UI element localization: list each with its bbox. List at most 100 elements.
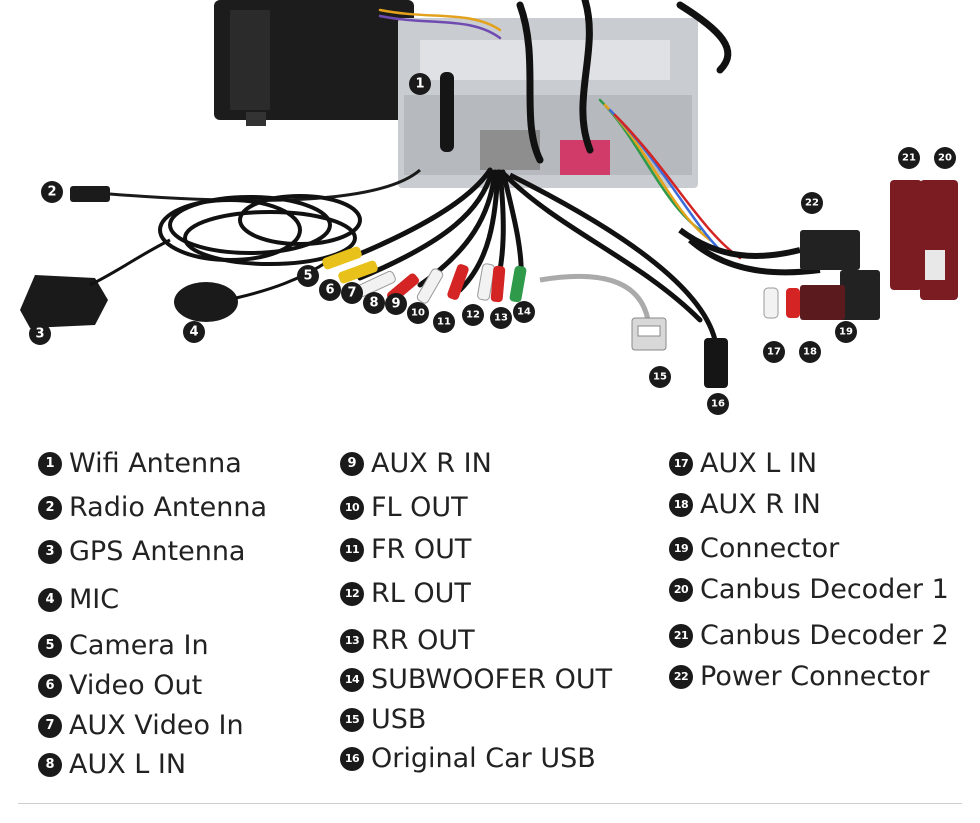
svg-text:8: 8 [369,296,378,311]
callout-16: 16 [707,393,729,415]
number-badge: 4 [38,587,62,612]
legend-label: FL OUT [371,492,468,523]
number-badge: 22 [669,664,693,689]
number-badge: 16 [340,746,364,771]
callout-9: 9 [385,293,407,315]
svg-text:20: 20 [938,153,952,164]
legend-item-original-car-usb: 16 Original Car USB [340,743,596,774]
svg-text:16: 16 [711,399,725,410]
callout-4: 4 [183,321,205,343]
number-badge: 20 [669,577,693,602]
number-badge: 14 [340,667,364,692]
radio-antenna [70,168,421,202]
svg-text:21: 21 [902,153,916,164]
svg-text:7: 7 [347,286,356,301]
legend-item-aux-l-in: 8 AUX L IN [38,749,186,780]
number-badge: 9 [340,451,364,476]
callout-6: 6 [319,279,341,301]
legend-label: AUX Video In [69,710,244,741]
legend-item-fl-out: 10 FL OUT [340,492,468,523]
callout-3: 3 [29,323,51,345]
callout-15: 15 [649,366,671,388]
callout-19: 19 [835,321,857,343]
number-badge: 2 [38,495,62,520]
legend-item-rr-out: 13 RR OUT [340,625,475,656]
number-badge: 19 [669,536,693,561]
number-badge: 18 [669,492,693,517]
legend-label: FR OUT [371,534,472,565]
head-unit-chassis [398,18,698,188]
number-badge: 3 [38,539,62,564]
svg-text:2: 2 [47,185,56,200]
svg-text:17: 17 [767,347,781,358]
coiled-cables [158,194,362,266]
legend-item-rl-out: 12 RL OUT [340,578,471,609]
legend-label: SUBWOOFER OUT [371,664,613,695]
svg-text:9: 9 [391,297,400,312]
callout-10: 10 [407,302,429,324]
wiring-diagram: 1 2 3 4 5 6 7 8 9 10 11 12 13 14 15 16 1… [20,0,958,415]
callout-20: 20 [934,147,956,169]
legend-label: USB [371,704,427,735]
svg-text:5: 5 [303,269,312,284]
number-badge: 5 [38,633,62,658]
svg-text:15: 15 [653,372,667,383]
legend-label: RL OUT [371,578,471,609]
number-badge: 12 [340,581,364,606]
number-badge: 6 [38,673,62,698]
callout-22: 22 [801,192,823,214]
legend-label: RR OUT [371,625,475,656]
svg-text:14: 14 [517,307,531,318]
svg-text:11: 11 [437,317,451,328]
svg-text:18: 18 [803,347,817,358]
canbus-harness [678,180,958,320]
svg-text:3: 3 [35,327,44,342]
number-badge: 7 [38,713,62,738]
legend-label: Video Out [69,670,203,701]
svg-text:4: 4 [189,325,198,340]
gps-antenna [20,238,171,328]
number-badge: 1 [38,451,62,476]
number-badge: 8 [38,752,62,777]
callout-8: 8 [363,292,385,314]
callout-1: 1 [409,73,431,95]
callout-17: 17 [763,341,785,363]
number-badge: 13 [340,628,364,653]
legend-label: Connector [700,533,840,564]
callout-21: 21 [898,147,920,169]
legend-item-mic: 4 MIC [38,584,119,615]
number-badge: 11 [340,537,364,562]
number-badge: 10 [340,495,364,520]
legend-label: Original Car USB [371,743,596,774]
callout-7: 7 [341,282,363,304]
legend-item-aux-video-in: 7 AUX Video In [38,710,244,741]
legend-item-fr-out: 11 FR OUT [340,534,471,565]
legend-label: Power Connector [700,661,930,692]
legend-item-aux-r-in: 9 AUX R IN [340,448,492,479]
callout-18: 18 [799,341,821,363]
bottom-divider [18,803,962,804]
svg-text:1: 1 [415,77,424,92]
rca-plugs [322,246,527,304]
legend-label: Canbus Decoder 2 [700,620,949,651]
legend-item-video-out: 6 Video Out [38,670,202,701]
callout-14: 14 [513,301,535,323]
callout-12: 12 [462,304,484,326]
legend-label: Camera In [69,630,209,661]
callout-11: 11 [433,311,455,333]
legend-label: AUX L IN [69,749,187,780]
legend-label: MIC [69,584,120,615]
legend-label: AUX L IN [700,448,818,479]
legend-label: AUX R IN [371,448,492,479]
mic [174,258,331,322]
usb-cable [539,273,667,351]
original-car-usb [508,172,728,388]
legend-item-power-connector: 22 Power Connector [669,661,929,692]
svg-text:13: 13 [494,313,508,324]
svg-text:22: 22 [805,198,819,209]
callout-2: 2 [41,181,63,203]
